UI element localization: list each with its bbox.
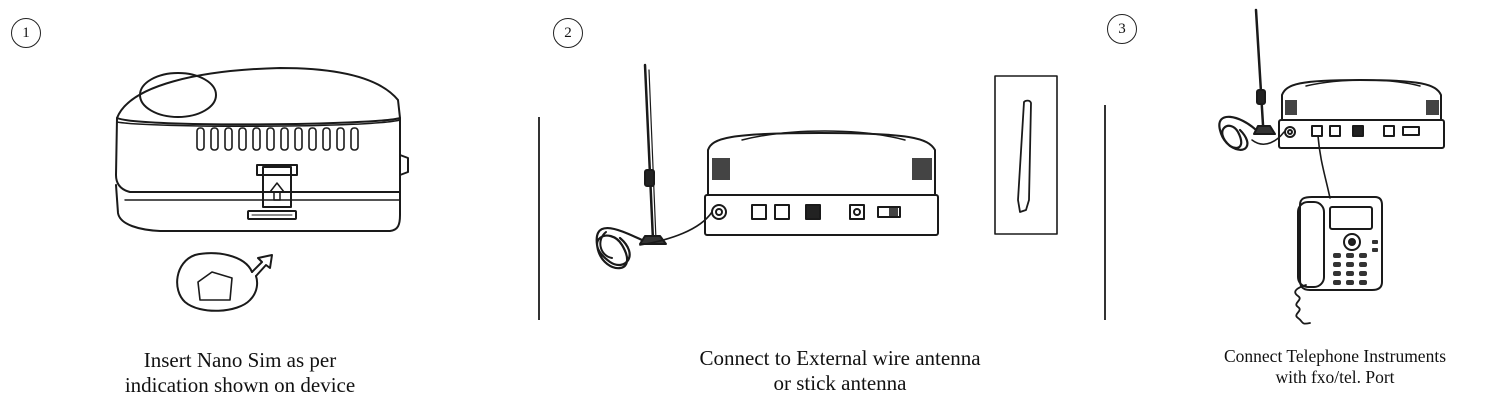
divider-right xyxy=(1104,105,1106,320)
router-telephone-illustration xyxy=(1218,8,1445,325)
step-2-caption-line1: Connect to External wire antenna xyxy=(699,346,981,370)
step-3-caption-line1: Connect Telephone Instruments xyxy=(1223,346,1446,366)
step-3-number: 3 xyxy=(1107,14,1137,44)
step-3-caption-line2: with fxo/tel. Port xyxy=(1275,367,1395,387)
step-3-caption: Connect Telephone Instruments with fxo/t… xyxy=(1190,346,1480,388)
router-antenna-illustration xyxy=(595,63,1058,270)
step-1-caption-line2: indication shown on device xyxy=(124,373,356,397)
device-sim-illustration xyxy=(115,67,409,312)
step-2-caption-line2: or stick antenna xyxy=(773,371,907,395)
step-2-caption: Connect to External wire antenna or stic… xyxy=(660,346,1020,396)
step-1-caption-line1: Insert Nano Sim as per xyxy=(143,348,337,372)
step-1-number: 1 xyxy=(11,18,41,48)
step-2-number: 2 xyxy=(553,18,583,48)
divider-left xyxy=(538,117,540,320)
step-1-caption: Insert Nano Sim as per indication shown … xyxy=(100,348,380,398)
